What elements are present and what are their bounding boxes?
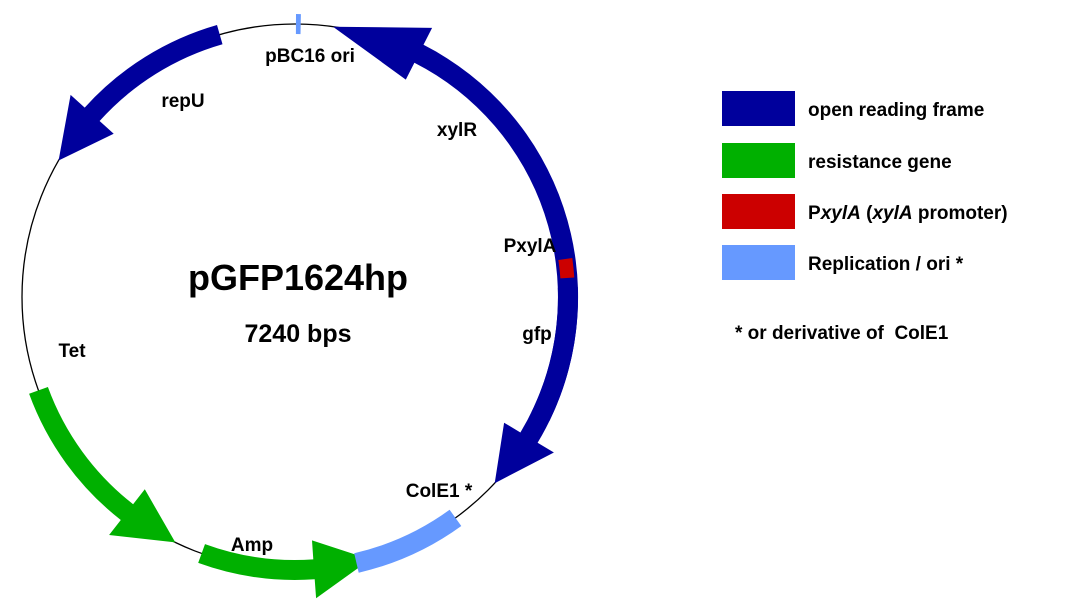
label-xylR: xylR: [437, 120, 477, 141]
legend-footnote: * or derivative of ColE1: [735, 323, 949, 344]
legend: open reading frame resistance gene PxylA…: [722, 91, 1008, 344]
pbc16-ori-block: [295, 14, 301, 35]
cole1-ori-block: [354, 509, 462, 573]
legend-label-promoter: PxylA (xylA promoter): [808, 203, 1008, 224]
label-pxyla: PxylA: [504, 236, 557, 257]
label-tet: Tet: [58, 341, 86, 362]
legend-label-replication: Replication / ori *: [808, 254, 964, 275]
plasmid-size: 7240 bps: [244, 320, 351, 348]
label-amp: Amp: [231, 535, 273, 556]
amp-resistance-arrow: [198, 540, 371, 599]
plasmid-name: pGFP1624hp: [188, 257, 408, 298]
legend-promoter-part: promoter): [913, 203, 1008, 224]
pxyla-promoter-block: [558, 258, 575, 279]
repU-orf-arrow: [58, 25, 223, 161]
legend-swatch-promoter: [722, 194, 795, 229]
legend-swatch-orf: [722, 91, 795, 126]
legend-promoter-part: (: [861, 203, 873, 224]
label-gfp: gfp: [522, 324, 552, 345]
legend-promoter-part: P: [808, 203, 821, 224]
xylR-orf-arrow: [333, 26, 579, 422]
legend-label-orf: open reading frame: [808, 100, 984, 121]
tet-resistance-arrow: [29, 387, 176, 543]
legend-swatch-replication: [722, 245, 795, 280]
label-pbc16-ori: pBC16 ori: [265, 46, 355, 67]
legend-promoter-part-italic: xylA: [820, 203, 861, 224]
gfp-orf-arrow: [494, 287, 578, 484]
legend-swatch-resistance: [722, 143, 795, 178]
label-cole1: ColE1 *: [406, 481, 473, 502]
label-repU: repU: [161, 91, 204, 112]
legend-label-resistance: resistance gene: [808, 152, 952, 173]
legend-promoter-part-italic: xylA: [871, 203, 912, 224]
